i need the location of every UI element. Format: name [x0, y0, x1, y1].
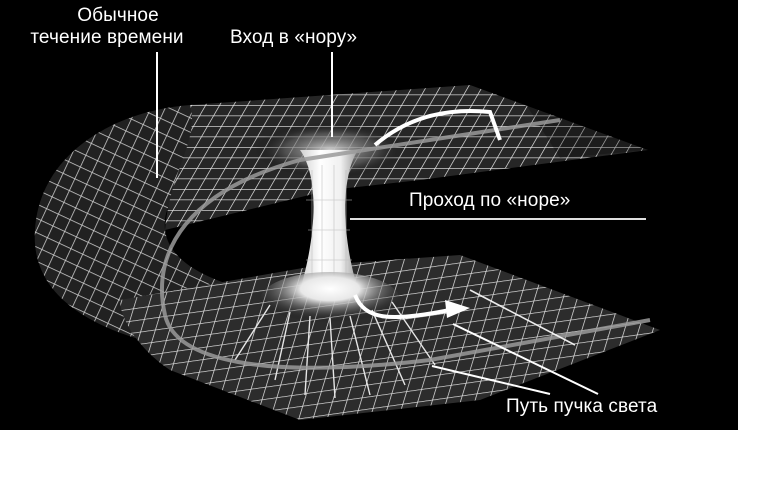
label-throat: Проход по «норе» — [409, 190, 571, 211]
label-normal-time-line1: Обычное — [77, 5, 159, 26]
wormhole-exit-funnel — [260, 272, 400, 328]
leader-light-path-2 — [452, 323, 599, 395]
label-normal-time: Обычное течение времени — [12, 5, 202, 49]
wormhole-throat — [300, 150, 358, 290]
folded-spacetime-sheet — [34, 105, 320, 345]
leader-light-path-1 — [431, 365, 551, 395]
wormhole-path-arrow-upper — [373, 108, 502, 147]
wormhole-illustration — [34, 52, 660, 420]
lower-spacetime-sheet — [120, 255, 660, 420]
label-light-path: Путь пучка света — [506, 396, 658, 417]
light-beam-path — [159, 118, 651, 370]
label-normal-time-line2: течение времени — [30, 27, 184, 48]
label-entry: Вход в «нору» — [230, 27, 358, 48]
wormhole-path-arrow-lower — [353, 294, 451, 320]
upper-spacetime-sheet — [165, 85, 648, 230]
wormhole-diagram: Обычное течение времени Вход в «нору» Пр… — [0, 0, 738, 430]
